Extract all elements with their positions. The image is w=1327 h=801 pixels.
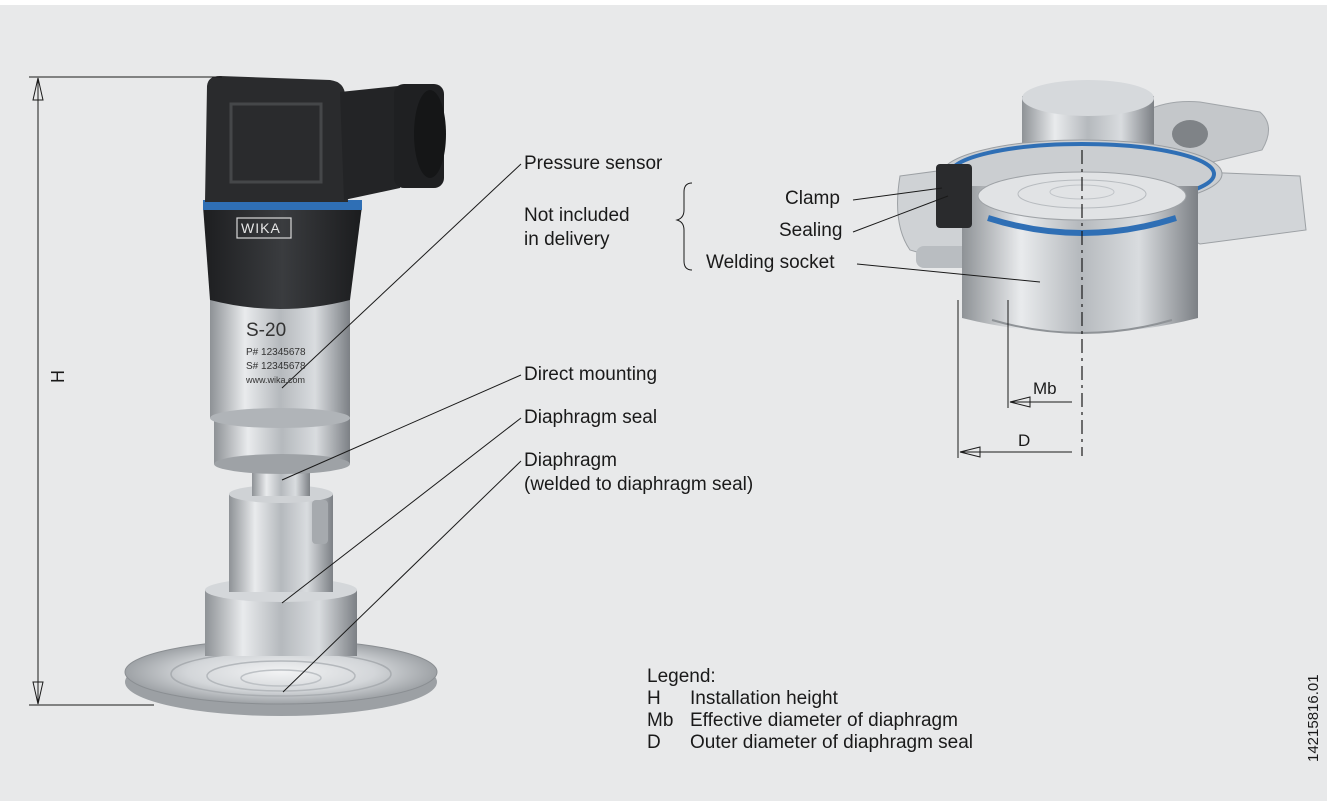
pressure-sensor-illustration <box>124 76 446 716</box>
leader-sealing <box>852 195 949 233</box>
clamp-band <box>936 164 972 228</box>
legend-key: D <box>647 732 661 753</box>
wika-logo-box <box>236 217 292 239</box>
label-not-included-1: Not included <box>524 205 630 226</box>
legend: Legend: H Installation height Mb Effecti… <box>647 666 973 754</box>
label-diaphragm-1: Diaphragm <box>524 450 617 471</box>
leader-pressure-sensor <box>281 163 522 389</box>
url-text: www.wika.com <box>246 375 306 385</box>
clamp-assembly-illustration <box>897 80 1307 456</box>
legend-row: H Installation height <box>647 688 973 710</box>
legend-key: Mb <box>647 710 674 731</box>
sn-text: S# 12345678 <box>246 361 306 372</box>
sensor-case <box>210 288 350 418</box>
legend-text: Effective diameter of diaphragm <box>690 710 958 731</box>
legend-text: Outer diameter of diaphragm seal <box>690 732 974 753</box>
leader-welding-socket <box>856 263 1041 283</box>
leader-diaphragm <box>282 460 522 693</box>
h-arrow-top <box>32 77 44 101</box>
cable-entry <box>414 90 446 178</box>
label-not-included-2: in delivery <box>524 229 610 250</box>
dim-h-label: H <box>48 370 68 383</box>
clamp-hinge <box>916 246 976 268</box>
label-clamp: Clamp <box>785 188 840 209</box>
mb-arrow <box>1009 396 1031 408</box>
leader-lines <box>281 163 1041 693</box>
wika-brand-text: WIKA <box>241 220 281 236</box>
legend-row: Mb Effective diameter of diaphragm <box>647 710 973 732</box>
dimension-h <box>29 76 222 706</box>
legend-key: H <box>647 688 661 709</box>
hex-nut-bottom <box>214 454 350 474</box>
label-diaphragm-seal: Diaphragm seal <box>524 407 658 428</box>
diaphragm-ring <box>240 669 322 687</box>
welding-socket <box>962 186 1198 333</box>
document-number: 14215816.01 <box>1305 674 1322 762</box>
dimension-mb-d <box>957 300 1072 458</box>
seal-slot <box>312 500 328 544</box>
legend-title: Legend: <box>647 666 716 687</box>
label-direct-mounting: Direct mounting <box>524 364 658 385</box>
leader-diaphragm-seal <box>281 417 522 604</box>
label-pressure-sensor: Pressure sensor <box>524 153 663 174</box>
pn-text: P# 12345678 <box>246 347 306 358</box>
upper-ferrule-top <box>1022 80 1154 116</box>
legend-row: D Outer diameter of diaphragm seal <box>647 732 973 754</box>
connector-cover-outline <box>229 102 323 184</box>
dim-mb-label: Mb <box>1033 379 1057 398</box>
h-arrow-bottom <box>32 681 44 705</box>
not-included-brace <box>675 182 693 271</box>
dim-d-label: D <box>1018 431 1031 450</box>
connector-collar <box>203 206 362 309</box>
leader-direct-mounting <box>281 374 522 481</box>
cable-gland-body <box>340 86 400 200</box>
label-welding-socket: Welding socket <box>706 252 835 273</box>
label-diaphragm-2: (welded to diaphragm seal) <box>524 474 754 495</box>
label-sealing: Sealing <box>779 220 843 241</box>
legend-text: Installation height <box>690 688 838 709</box>
d-arrow <box>959 446 981 458</box>
leader-clamp <box>852 187 943 201</box>
sensor-case-bottom <box>210 408 350 428</box>
wing-nut-hole <box>1172 120 1208 148</box>
connector-housing <box>205 76 348 202</box>
blue-sealing-band <box>203 200 362 210</box>
diaphragm-ring <box>206 660 356 692</box>
model-text: S-20 <box>246 320 287 341</box>
